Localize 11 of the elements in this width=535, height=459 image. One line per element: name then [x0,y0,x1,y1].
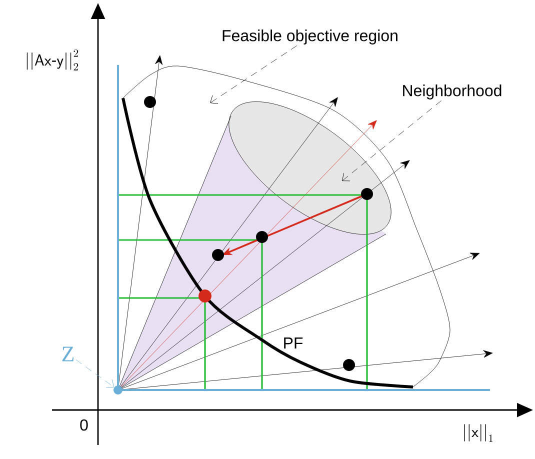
callout-text: Neighborhood [403,84,502,100]
leader-line [210,45,298,104]
callout-text: Feasible objective region [222,30,398,44]
leader-line [342,100,442,182]
axis-label: $\mathsf{||Ax\mbox{-}y||}_{2}^{2}$ [26,49,78,70]
point-dot [114,386,122,394]
leader-line [76,360,114,388]
curve-label: PF [284,338,303,348]
origin-label: 0 [80,419,88,431]
axis-label: $\mathsf{||x||}_{1}$ [464,424,493,442]
point-label: Z [62,346,74,362]
